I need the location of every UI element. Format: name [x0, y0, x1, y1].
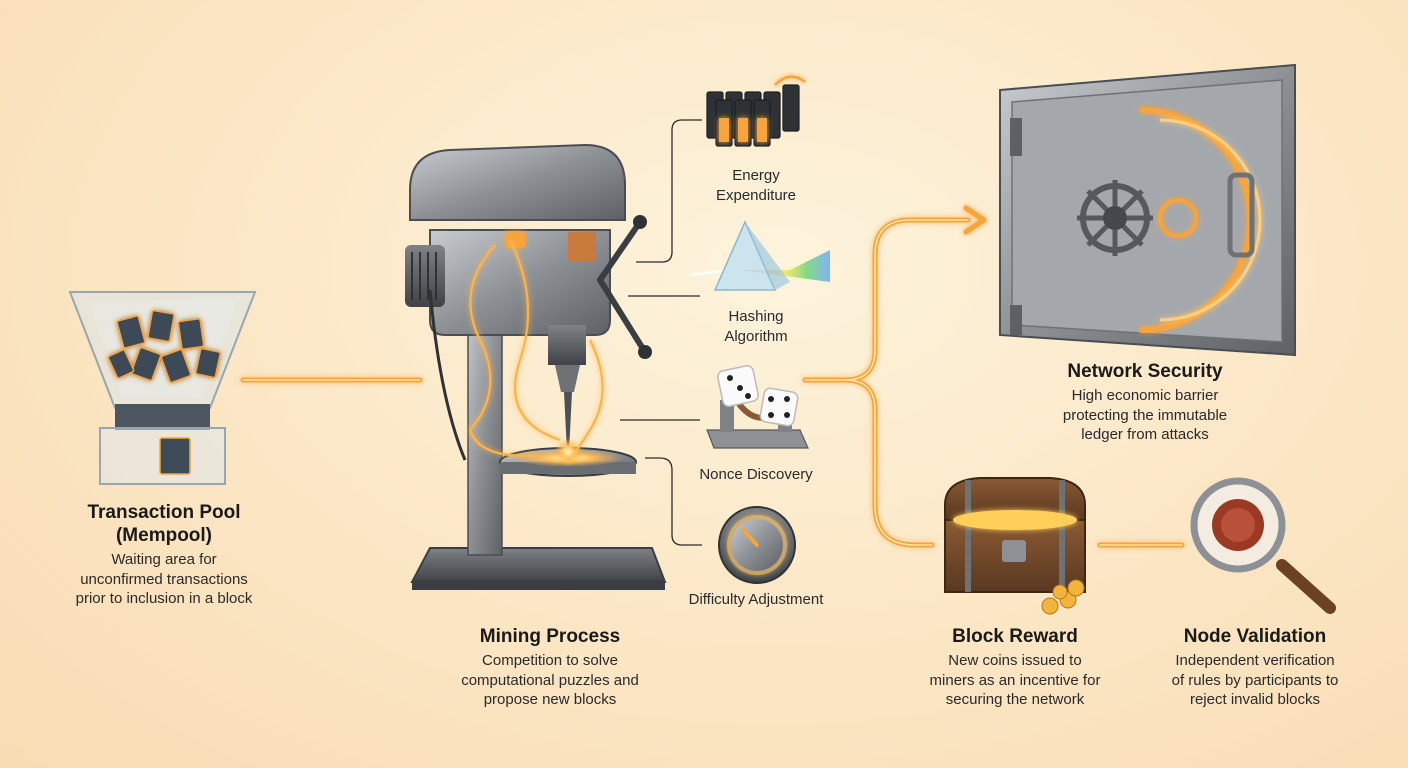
block-reward-label: Block Reward New coins issued to miners …	[900, 625, 1130, 710]
dice-icon	[706, 365, 809, 449]
hashing-algorithm-label: Hashing Algorithm	[724, 308, 788, 345]
network-security-label: Network Security High economic barrier p…	[1020, 360, 1270, 445]
difficulty-adjustment-label: Difficulty Adjustment	[688, 591, 824, 608]
energy-expenditure-label: Energy Expenditure	[715, 167, 797, 204]
block-reward-title: Block Reward	[952, 626, 1078, 647]
mining-process-description: Competition to solve computational puzzl…	[461, 652, 639, 708]
dial-icon	[718, 506, 796, 584]
hopper-icon	[68, 291, 257, 485]
vault-icon	[999, 63, 1296, 357]
network-security-description: High economic barrier protecting the imm…	[1062, 387, 1228, 443]
battery-icon	[706, 75, 806, 147]
arrow-to-security	[963, 205, 987, 235]
treasure-chest-icon	[944, 477, 1086, 615]
network-security-title: Network Security	[1067, 361, 1223, 382]
mining-process-title: Mining Process	[479, 626, 621, 647]
node-validation-description: Independent verification of rules by par…	[1171, 652, 1339, 708]
transaction-pool-title: Transaction Pool (Mempool)	[87, 502, 241, 546]
magnifier-seal-icon	[1190, 477, 1336, 614]
flow-connectors	[240, 205, 1185, 548]
factor-callout-lines	[620, 119, 702, 546]
node-validation-title: Node Validation	[1183, 626, 1327, 647]
block-reward-description: New coins issued to miners as an incenti…	[929, 652, 1101, 708]
drill-press-icon	[405, 143, 667, 590]
mining-process-label: Mining Process Competition to solve comp…	[420, 625, 680, 710]
node-validation-label: Node Validation Independent verification…	[1140, 625, 1370, 710]
nonce-discovery-label: Nonce Discovery	[699, 466, 813, 483]
transaction-pool-description: Waiting area for unconfirmed transaction…	[75, 551, 253, 607]
transaction-pool-label: Transaction Pool (Mempool) Waiting area …	[40, 501, 288, 609]
prism-icon	[689, 220, 830, 291]
connector-mining-to-outputs	[802, 217, 971, 383]
